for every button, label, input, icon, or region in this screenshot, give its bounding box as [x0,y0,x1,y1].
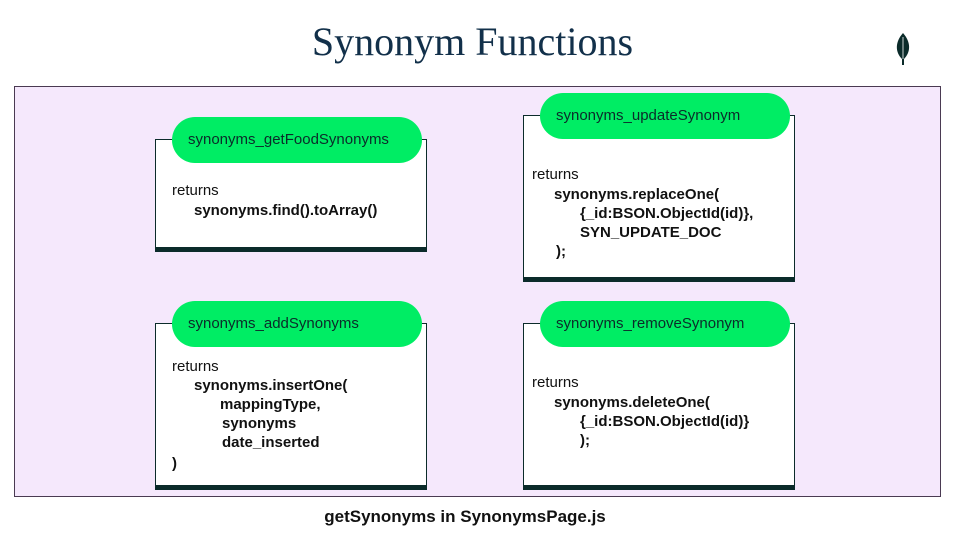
returns-label: returns [172,182,219,199]
returns-label: returns [172,358,219,375]
function-body-remove-synonym: returns synonyms.deleteOne( {_id:BSON.Ob… [532,374,749,459]
code-line: {_id:BSON.ObjectId(id)} [580,413,750,430]
function-name-get-food-synonyms: synonyms_getFoodSynonyms [172,117,422,163]
function-body-get-food-synonyms: returns synonyms.find().toArray() [172,182,377,233]
code-line: synonyms [222,415,297,432]
function-card-add-synonyms [155,323,427,490]
function-body-update-synonym: returns synonyms.replaceOne( {_id:BSON.O… [532,166,753,268]
returns-label: returns [532,374,579,391]
code-line: synonyms.replaceOne( [554,186,720,203]
code-line: mappingType, [220,396,321,413]
function-name-update-synonym: synonyms_updateSynonym [540,93,790,139]
code-line: SYN_UPDATE_DOC [580,224,722,241]
page-title: Synonym Functions [311,19,634,64]
code-line: ); [556,243,566,260]
function-body-add-synonyms: returns synonyms.insertOne( mappingType,… [172,358,347,477]
function-card-update-synonym [523,115,795,282]
code-line: ); [580,432,590,449]
function-card-remove-synonym [523,323,795,490]
code-line: synonyms.insertOne( [194,377,348,394]
function-name-remove-synonym: synonyms_removeSynonym [540,301,790,347]
caption: getSynonyms in SynonymsPage.js [324,507,606,526]
function-name-add-synonyms: synonyms_addSynonyms [172,301,422,347]
diagram-panel [14,86,941,497]
code-line: {_id:BSON.ObjectId(id)}, [580,205,754,222]
code-line: ) [172,455,177,472]
code-line: date_inserted [222,434,320,451]
code-line: synonyms.deleteOne( [554,394,710,411]
code-line: synonyms.find().toArray() [194,202,378,219]
leaf-icon [896,33,910,65]
returns-label: returns [532,166,579,183]
